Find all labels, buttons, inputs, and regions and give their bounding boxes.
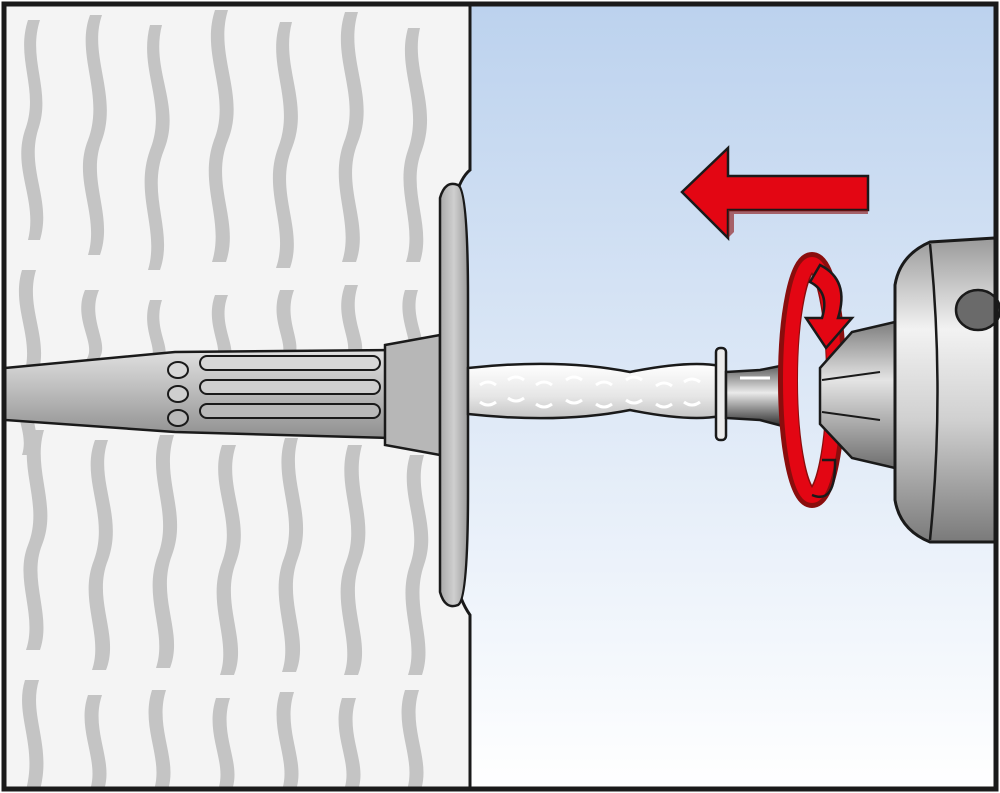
drill-chuck <box>818 236 1000 544</box>
push-direction-arrow-icon <box>680 145 870 242</box>
chuck-key-hole <box>954 288 1000 332</box>
fixing-pin <box>466 346 728 442</box>
insulation-fiber-pattern <box>17 10 429 788</box>
anchor-plate <box>383 182 470 608</box>
anchor-sleeve <box>3 348 392 440</box>
